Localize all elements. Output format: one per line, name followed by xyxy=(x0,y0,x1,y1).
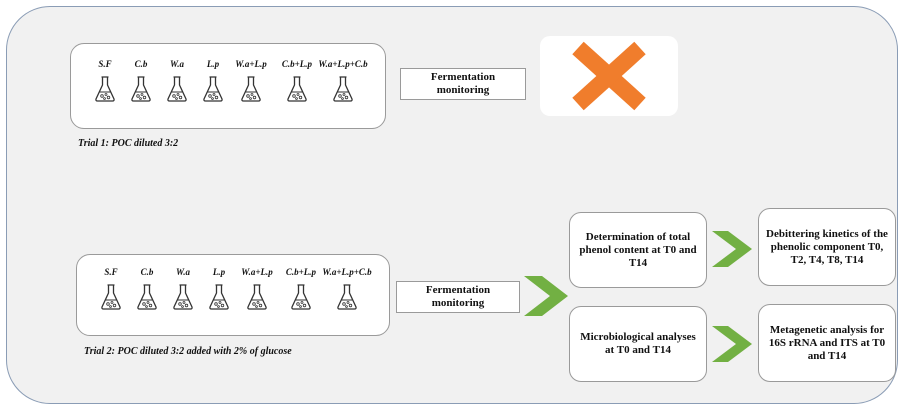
strain-label: W.a+L.p+C.b xyxy=(318,59,368,69)
strain-item: C.b+L.p xyxy=(269,59,325,102)
debittering-kinetics-box: Debittering kinetics of the phenolic com… xyxy=(758,208,896,286)
green-chevron-arrow-icon xyxy=(712,326,752,362)
flask-icon xyxy=(337,284,357,310)
flask-icon xyxy=(167,76,187,102)
strain-item: W.a+L.p xyxy=(229,267,285,310)
flask-icon xyxy=(173,284,193,310)
green-chevron-arrow-icon xyxy=(524,276,568,316)
trial1-fermentation-monitoring-box: Fermentation monitoring xyxy=(400,68,526,100)
trial1-strain-panel: S.F C.b W.a L.p W.a+L.p C.b+L.p W.a+L.p+C.b xyxy=(70,43,386,129)
trial2-strain-panel: S.F C.b W.a L.p W.a+L.p C.b+L.p W.a+L.p+C.b xyxy=(76,254,390,336)
metagenetic-analysis-text: Metagenetic analysis for 16S rRNA and IT… xyxy=(768,323,886,362)
metagenetic-analysis-box: Metagenetic analysis for 16S rRNA and IT… xyxy=(758,304,896,382)
debittering-kinetics-text: Debittering kinetics of the phenolic com… xyxy=(766,227,888,266)
flask-icon xyxy=(137,284,157,310)
trial1-outcome-box xyxy=(540,36,678,116)
phenol-content-box: Determination of total phenol content at… xyxy=(569,212,707,288)
flask-icon xyxy=(131,76,151,102)
strain-item: L.p xyxy=(185,59,241,102)
strain-label: C.b xyxy=(140,267,154,277)
green-chevron-arrow-icon xyxy=(712,231,752,267)
strain-label: S.F xyxy=(98,59,112,69)
strain-item: S.F xyxy=(77,59,133,102)
flask-icon xyxy=(291,284,311,310)
trial2-label: Trial 2: POC diluted 3:2 added with 2% o… xyxy=(84,346,292,357)
strain-label: W.a+L.p+C.b xyxy=(322,267,372,277)
strain-label: L.p xyxy=(212,267,226,277)
strain-label: W.a+L.p xyxy=(241,267,273,277)
microbiological-analyses-text: Microbiological analyses at T0 and T14 xyxy=(580,331,696,356)
strain-label: W.a xyxy=(169,59,185,69)
phenol-content-text: Determination of total phenol content at… xyxy=(579,230,697,269)
flask-icon xyxy=(101,284,121,310)
trial2-fermentation-monitoring-box: Fermentation monitoring xyxy=(396,281,520,313)
flask-icon xyxy=(333,76,353,102)
strain-item: W.a+L.p xyxy=(223,59,279,102)
microbiological-analyses-box: Microbiological analyses at T0 and T14 xyxy=(569,306,707,382)
strain-label: W.a xyxy=(175,267,191,277)
flask-icon xyxy=(287,76,307,102)
strain-label: W.a+L.p xyxy=(235,59,267,69)
strain-item: S.F xyxy=(83,267,139,310)
strain-item: L.p xyxy=(191,267,247,310)
flask-icon xyxy=(95,76,115,102)
flask-icon xyxy=(241,76,261,102)
trial2-fermentation-monitoring-text: Fermentation monitoring xyxy=(425,284,491,309)
strain-item: C.b xyxy=(119,267,175,310)
strain-label: C.b+L.p xyxy=(285,267,317,277)
strain-item: C.b xyxy=(113,59,169,102)
strain-label: C.b+L.p xyxy=(281,59,313,69)
strain-item: W.a+L.p+C.b xyxy=(319,267,375,310)
trial1-label: Trial 1: POC diluted 3:2 xyxy=(78,138,179,149)
trial1-fermentation-monitoring-text: Fermentation monitoring xyxy=(430,71,496,96)
orange-cross-icon xyxy=(572,41,646,111)
strain-label: S.F xyxy=(104,267,118,277)
strain-item: W.a+L.p+C.b xyxy=(315,59,371,102)
strain-item: W.a xyxy=(155,267,211,310)
flask-icon xyxy=(247,284,267,310)
flask-icon xyxy=(209,284,229,310)
strain-item: C.b+L.p xyxy=(273,267,329,310)
strain-item: W.a xyxy=(149,59,205,102)
strain-label: L.p xyxy=(206,59,220,69)
flask-icon xyxy=(203,76,223,102)
strain-label: C.b xyxy=(134,59,148,69)
